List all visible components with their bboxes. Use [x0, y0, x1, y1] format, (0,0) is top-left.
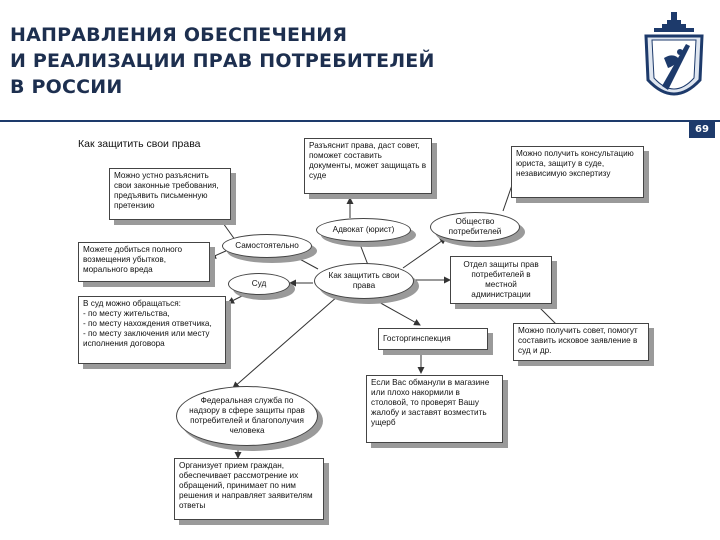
center-node: Как защитить свои права — [314, 263, 414, 299]
title-line-3: В РОССИИ — [10, 76, 123, 98]
edge-center-gostorg — [367, 295, 421, 326]
header-rule — [0, 120, 720, 122]
explain-rights-box: Разъяснит права, даст совет, поможет сос… — [304, 138, 432, 194]
try-yourself-box: Можно устно разъяснить свои законные тре… — [109, 168, 231, 220]
self-node: Самостоятельно — [222, 234, 312, 258]
edge-self-damages — [209, 249, 229, 259]
get-advice-box: Можно получить совет, помогут составить … — [513, 323, 649, 361]
society-node: Общество потребителей — [430, 212, 520, 242]
edge-court-where — [227, 292, 249, 304]
deceived-box: Если Вас обманули в магазине или плохо н… — [366, 375, 503, 443]
free-consult-box: Можно получить консультацию юриста, защи… — [511, 146, 644, 198]
federal-node: Федеральная служба по надзору в сфере за… — [176, 386, 318, 446]
damages-box: Можете добиться полного возмещения убытк… — [78, 242, 210, 282]
edge-center-society — [402, 237, 447, 269]
title-line-2: И РЕАЛИЗАЦИИ ПРАВ ПОТРЕБИТЕЛЕЙ — [10, 50, 435, 72]
edge-center-federal — [232, 295, 339, 389]
edge-center-lawyer — [356, 238, 369, 266]
court-where-box: В суд можно обращаться: - по месту жител… — [78, 296, 226, 364]
gostorg-box: Госторгинспекция — [378, 328, 488, 350]
diagram-heading: Как защитить свои права — [78, 138, 201, 150]
university-emblem-icon — [644, 12, 704, 96]
diagram-panel: Как защитить свои права Разъяснит права,… — [68, 128, 658, 530]
lawyer-node: Адвокат (юрист) — [316, 218, 411, 242]
page-number: 69 — [689, 122, 715, 138]
title-line-1: НАПРАВЛЕНИЯ ОБЕСПЕЧЕНИЯ — [10, 24, 348, 46]
slide-title: НАПРАВЛЕНИЯ ОБЕСПЕЧЕНИЯ И РЕАЛИЗАЦИИ ПРА… — [10, 22, 570, 100]
dept-box: Отдел защиты прав потребителей в местной… — [450, 256, 552, 304]
court-node: Суд — [228, 273, 290, 295]
organizes-box: Организует прием граждан, обеспечивает р… — [174, 458, 324, 520]
